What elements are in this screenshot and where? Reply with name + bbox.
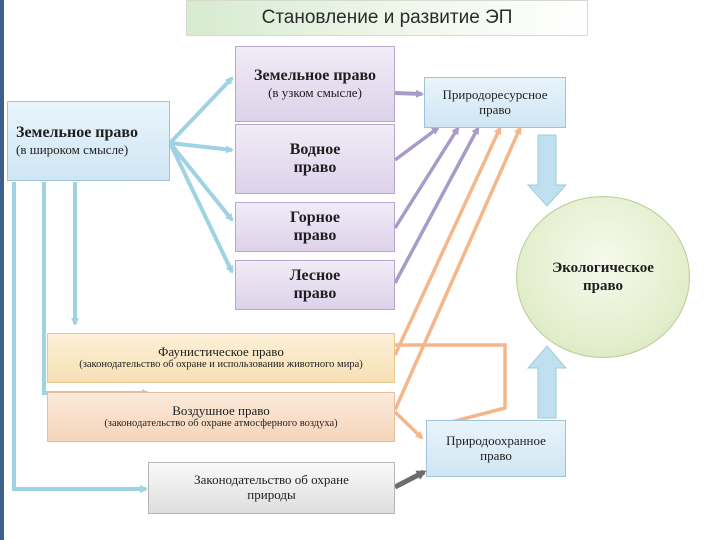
block-arrow-up: [526, 345, 568, 419]
ellipse-ecological-law: Экологическое право: [516, 196, 690, 358]
box-nature-protection-law-title: Природоохранное право: [446, 432, 546, 463]
box-fauna-law-title: Фаунистическое право: [158, 343, 284, 359]
box-water-law: Водное право: [235, 124, 395, 194]
box-land-law-broad-title: Земельное право: [16, 124, 138, 142]
box-nature-protection-legislation-title: Законодательство об охране природы: [194, 472, 349, 502]
box-land-law-narrow: Земельное право (в узком смысле): [235, 46, 395, 122]
box-air-law-subtitle: (законодательство об охране атмосферного…: [104, 418, 338, 430]
arrow-natprot-law-to-natprot: [393, 469, 427, 490]
box-forest-law: Лесное право: [235, 260, 395, 310]
arrows-fauna-air-to-natres: [393, 126, 522, 411]
box-land-law-narrow-subtitle: (в узком смысле): [268, 84, 362, 100]
box-land-law-broad: Земельное право (в широком смысле): [7, 101, 170, 181]
block-arrow-down: [526, 134, 568, 207]
box-fauna-law: Фаунистическое право (законодательство о…: [47, 333, 395, 383]
arrows-fauna-air-to-natprot: [393, 343, 507, 440]
ellipse-ecological-law-title: Экологическое право: [552, 260, 654, 294]
slide-title: Становление и развитие ЭП: [186, 0, 588, 36]
box-mining-law-title: Горное право: [290, 208, 340, 244]
box-land-law-narrow-title: Земельное право: [254, 67, 376, 85]
box-nature-protection-law: Природоохранное право: [426, 420, 566, 477]
box-land-law-broad-subtitle: (в широком смысле): [16, 141, 129, 157]
box-fauna-law-subtitle: (законодательство об охране и использова…: [79, 359, 363, 371]
box-natural-resource-law-title: Природоресурсное право: [442, 86, 548, 117]
box-air-law: Воздушное право (законодательство об охр…: [47, 392, 395, 442]
box-natural-resource-law: Природоресурсное право: [424, 77, 566, 128]
arrow-land-narrow-to-natres: [394, 89, 424, 98]
box-air-law-title: Воздушное право: [172, 402, 270, 418]
arrows-land-broad-to-branches: [168, 76, 234, 274]
box-nature-protection-legislation: Законодательство об охране природы: [148, 462, 395, 514]
box-water-law-title: Водное право: [289, 140, 341, 176]
slide-left-edge: [0, 0, 4, 540]
arrows-branches-to-natres: [393, 126, 480, 284]
box-mining-law: Горное право: [235, 202, 395, 252]
box-forest-law-title: Лесное право: [289, 266, 341, 302]
